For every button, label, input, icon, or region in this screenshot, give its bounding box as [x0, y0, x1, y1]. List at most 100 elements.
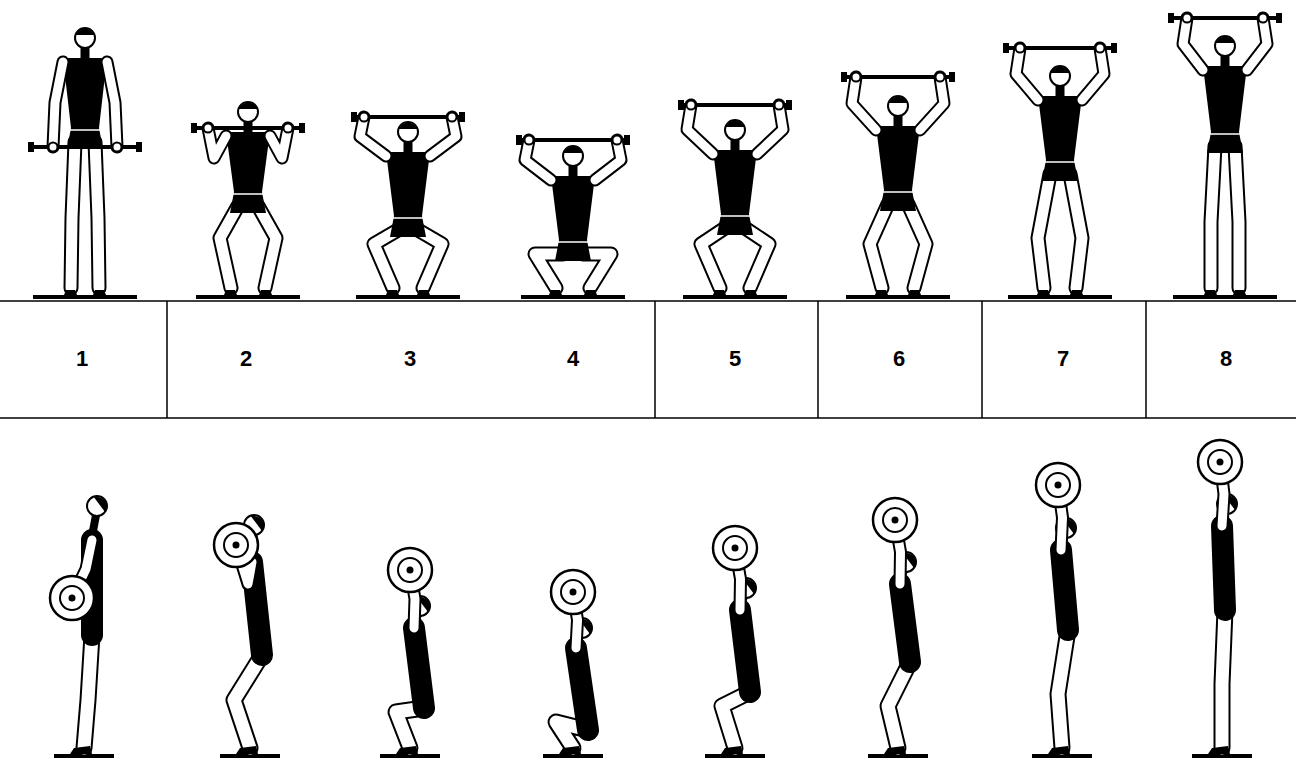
plate-ring — [1046, 473, 1070, 497]
front-view-figure — [516, 135, 630, 297]
head — [563, 146, 583, 166]
side-view-figure — [214, 515, 280, 756]
bar-collar — [136, 142, 142, 152]
arm — [1183, 18, 1203, 70]
head — [888, 96, 908, 116]
hair — [93, 496, 107, 512]
platform — [683, 295, 787, 299]
phase-number: 4 — [567, 348, 579, 370]
arm — [1082, 48, 1104, 100]
singlet — [1203, 66, 1247, 153]
barbell-plate — [214, 523, 258, 567]
hand — [1259, 14, 1268, 23]
arm — [430, 117, 456, 156]
plate-hub — [233, 542, 240, 549]
leg — [908, 204, 926, 288]
leg — [701, 228, 725, 288]
plate-ring — [398, 558, 422, 582]
platform — [1008, 295, 1112, 299]
arm — [852, 77, 876, 130]
hand — [204, 124, 213, 133]
arm — [360, 117, 386, 156]
leg — [258, 206, 276, 288]
leg — [1211, 146, 1215, 288]
barbell-plate — [873, 498, 917, 542]
bar-collar — [1003, 43, 1009, 53]
leg — [1235, 146, 1239, 288]
hand — [936, 73, 945, 82]
belt-line — [70, 129, 100, 131]
plate-ring — [561, 580, 585, 604]
table-rule — [0, 300, 1296, 302]
bar-collar — [459, 112, 465, 122]
side-view-figure — [868, 498, 928, 756]
singlet — [713, 150, 757, 235]
bar-collar — [1276, 13, 1282, 23]
barbell-bar — [681, 103, 789, 107]
barbell-bar — [31, 145, 139, 149]
arm — [1082, 48, 1104, 100]
arm — [53, 62, 63, 147]
hair — [1215, 37, 1235, 44]
side-view-figure — [1032, 463, 1092, 756]
singlet — [900, 584, 910, 662]
head — [398, 122, 418, 142]
front-view-figure — [191, 102, 305, 297]
side-view-figure — [380, 548, 440, 756]
plate-ring — [1208, 450, 1232, 474]
hair — [238, 103, 258, 110]
leg — [234, 655, 262, 748]
table-divider — [166, 301, 168, 418]
belt-line — [233, 193, 263, 195]
leg — [1211, 146, 1215, 288]
plate-hub — [892, 517, 899, 524]
singlet — [576, 648, 588, 730]
plate-hub — [407, 567, 414, 574]
belt-line — [393, 217, 423, 219]
leg — [95, 142, 99, 288]
side-view-figure — [705, 526, 765, 756]
head — [75, 28, 95, 48]
bar-collar — [299, 123, 305, 133]
barbell-plate — [713, 526, 757, 570]
neck — [1221, 56, 1230, 68]
leg — [1058, 630, 1068, 748]
leg — [908, 204, 926, 288]
table-rule — [0, 417, 1296, 419]
leg — [71, 142, 75, 288]
bar-collar — [516, 135, 522, 145]
arm — [360, 117, 386, 156]
bar-collar — [351, 112, 357, 122]
leg — [1038, 174, 1050, 288]
leg — [1070, 174, 1082, 288]
plate-hub — [1217, 459, 1224, 466]
leg — [1058, 630, 1068, 748]
leg — [888, 662, 910, 748]
leg — [1070, 174, 1082, 288]
leg — [71, 142, 75, 288]
leg — [84, 635, 92, 748]
arm — [687, 105, 713, 154]
hair — [725, 121, 745, 128]
arm — [53, 62, 63, 147]
bar-collar — [1168, 13, 1174, 23]
shoe — [236, 746, 258, 754]
foot — [64, 290, 77, 295]
bar-collar — [949, 72, 955, 82]
neck — [894, 116, 903, 128]
table-divider — [981, 301, 983, 418]
hand — [360, 113, 369, 122]
plate-ring — [883, 508, 907, 532]
hair — [888, 97, 908, 104]
table-lines — [0, 301, 1296, 418]
bar-collar — [841, 72, 847, 82]
singlet — [740, 610, 750, 692]
plate-hub — [732, 545, 739, 552]
arm — [595, 140, 621, 180]
shoe — [884, 746, 906, 754]
hand — [113, 143, 122, 152]
head — [87, 496, 107, 516]
foot — [1037, 290, 1050, 295]
foot — [93, 290, 106, 295]
front-view-figure — [841, 72, 955, 297]
